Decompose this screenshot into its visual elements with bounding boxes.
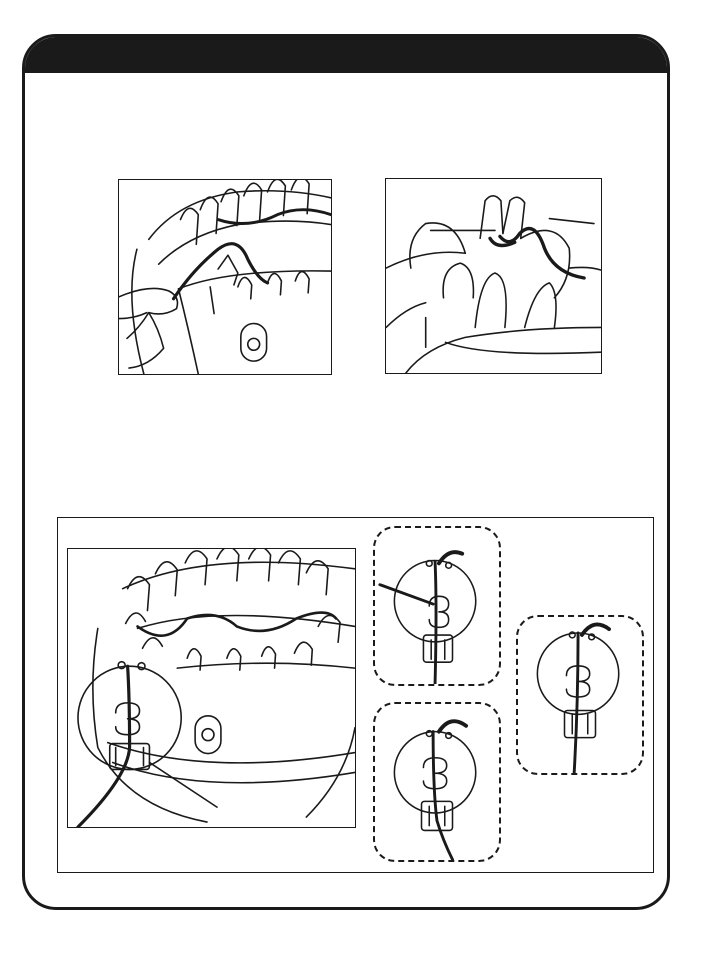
yarn-clip-icon: [518, 617, 642, 773]
detail-view-clip-open: [373, 526, 501, 686]
header-bar: [25, 37, 667, 73]
figure-hand-threading-yarn: [118, 179, 332, 375]
loom-clip-illustration: [68, 549, 355, 827]
figure-yarn-on-peg: [385, 178, 602, 374]
figure-loom-with-clip: [67, 548, 356, 828]
yarn-clip-icon: [375, 704, 499, 860]
detail-view-clip-closed: [516, 615, 644, 775]
loom-hand-illustration: [119, 180, 331, 374]
peg-closeup-illustration: [386, 179, 601, 373]
detail-view-clip-threaded: [373, 702, 501, 862]
yarn-clip-icon: [375, 528, 499, 684]
